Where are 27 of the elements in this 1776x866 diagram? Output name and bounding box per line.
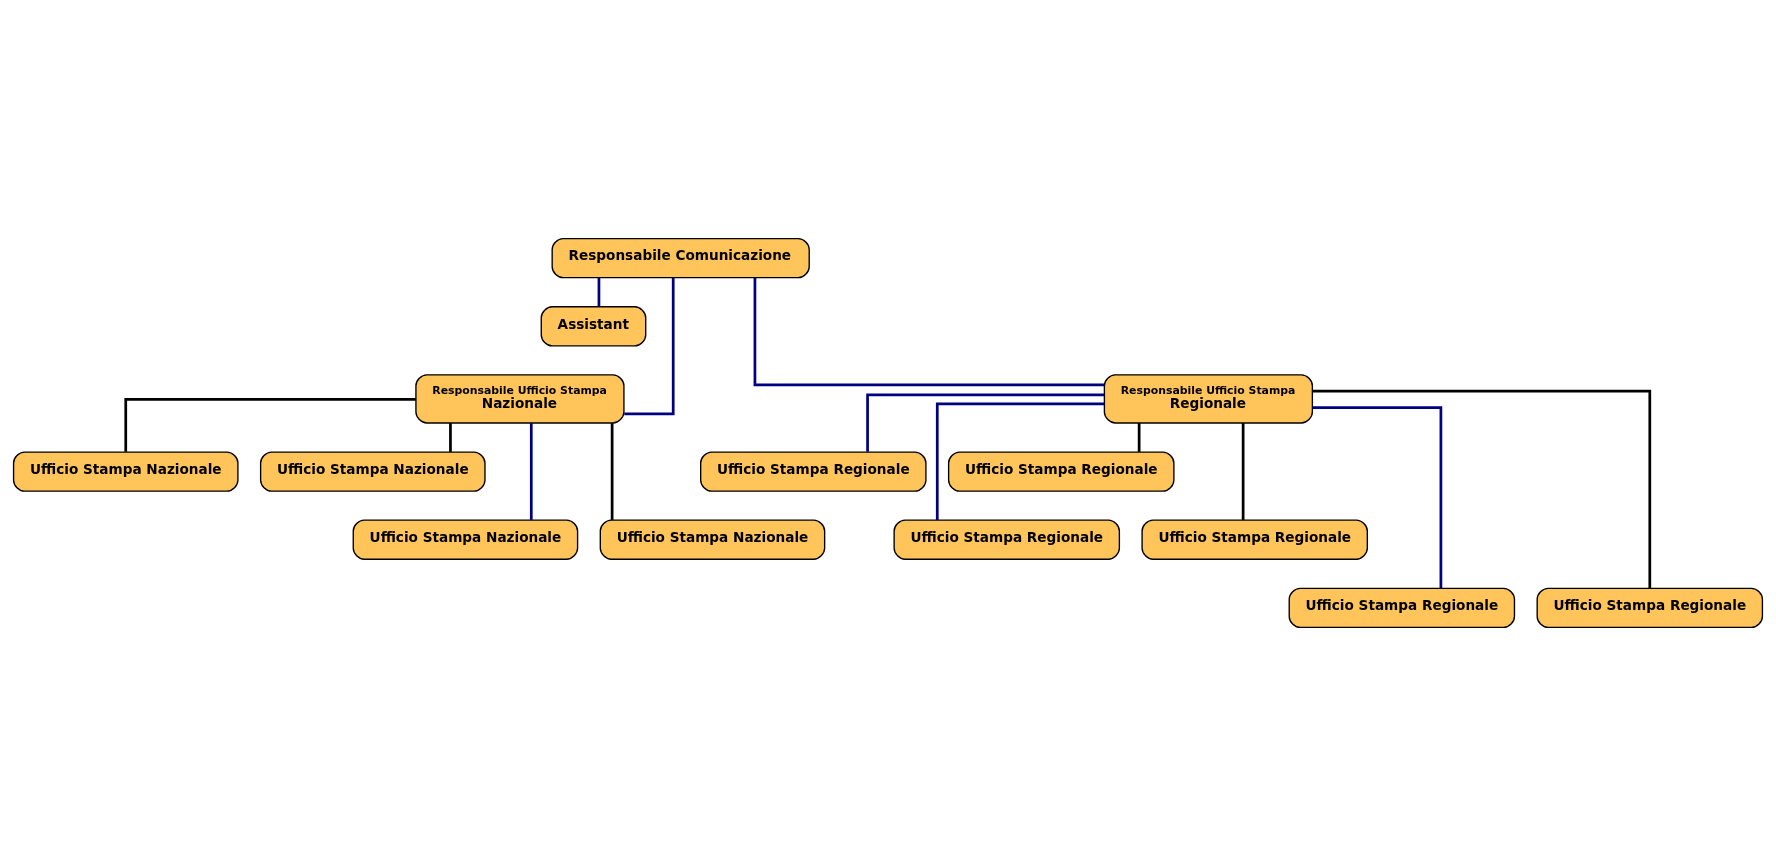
connector — [529, 423, 533, 520]
connector — [597, 277, 601, 307]
node-box: Ufficio Stampa Regionale — [1141, 519, 1368, 560]
connector — [1137, 423, 1141, 452]
node-box: Responsabile Comunicazione — [551, 237, 810, 279]
connector — [1312, 406, 1443, 589]
connector — [1312, 389, 1652, 589]
node-box: Ufficio Stampa Regionale — [1288, 587, 1516, 629]
connector — [866, 393, 1105, 452]
node-box: Ufficio Stampa Regionale — [1536, 587, 1764, 629]
connector — [935, 402, 1105, 520]
connector — [124, 398, 416, 452]
node-box: Ufficio Stampa Regionale — [700, 451, 927, 492]
node-box: Responsabile Ufficio Stampa Regionale — [1103, 374, 1314, 424]
node-box: Ufficio Stampa Regionale — [947, 451, 1175, 492]
node-box: Assistant — [540, 306, 647, 347]
connector — [624, 277, 675, 416]
node-box: Ufficio Stampa Nazionale — [599, 519, 826, 560]
node-box: Ufficio Stampa Regionale — [893, 519, 1121, 560]
connector — [753, 277, 1105, 387]
connector — [1241, 423, 1245, 520]
node-box: Responsabile Ufficio Stampa Nazionale — [415, 374, 625, 424]
node-box: Ufficio Stampa Nazionale — [12, 451, 239, 492]
node-box: Ufficio Stampa Nazionale — [259, 451, 486, 492]
connector — [449, 423, 452, 452]
connector — [610, 423, 614, 520]
node-box: Ufficio Stampa Nazionale — [352, 519, 579, 560]
